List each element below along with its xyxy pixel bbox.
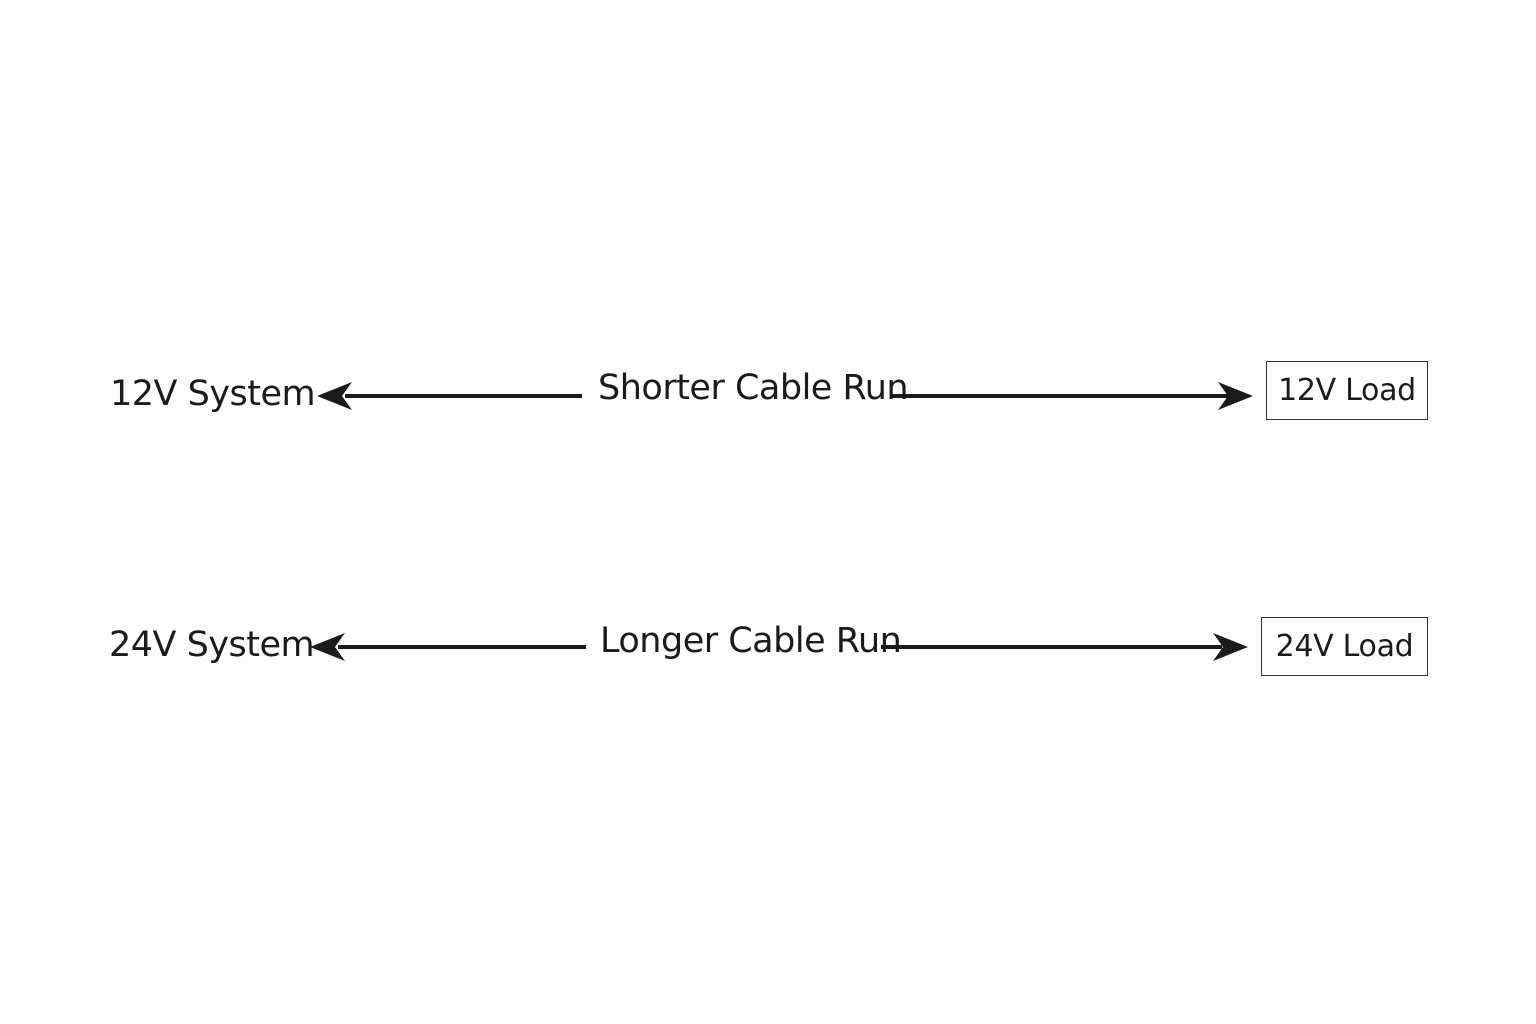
cable-label-longer: Longer Cable Run [600,621,902,661]
row-24v-arrows [310,633,1248,661]
load-box-24v: 24V Load [1261,617,1428,676]
load-label-24v: 24V Load [1275,629,1414,664]
load-box-12v: 12V Load [1266,361,1428,420]
system-label-24v: 24V System [109,625,315,665]
arrow-12v-right-head [1218,382,1253,410]
load-label-12v: 12V Load [1278,373,1416,408]
system-label-12v: 12V System [110,374,316,414]
row-12v-arrows [317,382,1253,410]
arrow-12v-left-head [317,382,352,410]
arrow-24v-left-head [310,633,345,661]
cable-label-shorter: Shorter Cable Run [598,368,909,408]
arrow-24v-right-head [1213,633,1248,661]
